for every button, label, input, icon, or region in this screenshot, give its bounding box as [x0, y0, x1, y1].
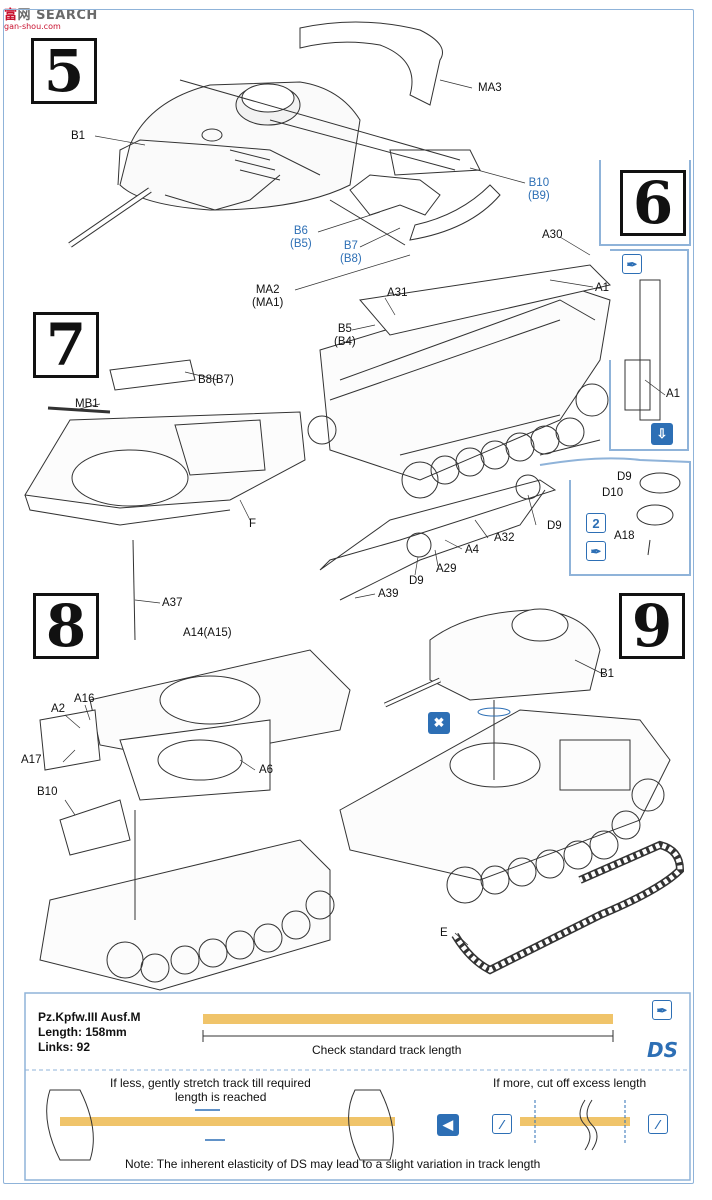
label-a31: A31 [387, 287, 408, 299]
step-number-9: 9 [619, 593, 685, 659]
label-b1: B1 [71, 130, 86, 142]
label-d9-inset: D9 [617, 471, 632, 483]
label-d9-left: D9 [409, 575, 424, 587]
label-a18: A18 [614, 530, 635, 542]
if-less-text: If less, gently stretch track till requi… [110, 1076, 311, 1090]
label-mb1: MB1 [75, 398, 99, 410]
label-b8: B8(B7) [198, 374, 234, 386]
label-a6: A6 [259, 764, 274, 776]
hull-step6 [307, 264, 611, 601]
check-length-text: Check standard track length [312, 1043, 462, 1057]
label-a30: A30 [542, 229, 563, 241]
glue-icon-2: ✒ [586, 541, 606, 561]
step-number-8: 8 [33, 593, 99, 659]
watermark-url: gan-shou.com [4, 22, 61, 31]
label-a14: A14(A15) [183, 627, 232, 639]
label-ma3: MA3 [478, 82, 502, 94]
watermark-logo: 富网 SEARCH [4, 8, 98, 23]
armor-plates [179, 21, 501, 246]
label-e: E [440, 927, 448, 939]
label-d9-right: D9 [547, 520, 562, 532]
cut-icon-2: ∕ [648, 1114, 668, 1134]
label-b7: B7(B8) [340, 240, 362, 265]
if-more-text: If more, cut off excess length [493, 1076, 647, 1090]
label-a1: A1 [595, 282, 610, 294]
hull-step8 [39, 539, 351, 991]
page-frame [3, 9, 694, 1184]
label-a39: A39 [378, 588, 399, 600]
track-model: Pz.Kpfw.III Ausf.M [38, 1010, 141, 1024]
tank-step9 [339, 608, 671, 904]
track-e [451, 840, 685, 975]
do-not-glue-icon: ✖ [428, 712, 450, 734]
label-f: F [249, 518, 257, 530]
label-a16: A16 [74, 693, 95, 705]
leader-lines [62, 79, 666, 946]
stretch-icon: ◀ [437, 1114, 459, 1136]
label-b10-step8: B10 [37, 786, 58, 798]
track-links: Links: 92 [38, 1040, 91, 1054]
label-b10: B10(B9) [528, 177, 550, 202]
label-a37: A37 [162, 597, 183, 609]
inset-panel-6 [539, 249, 691, 576]
track-length: Length: 158mm [38, 1025, 127, 1039]
down-arrow-icon: ⇩ [651, 423, 673, 445]
label-b1-step9: B1 [600, 668, 615, 680]
label-a17: A17 [21, 754, 42, 766]
label-a29: A29 [436, 563, 457, 575]
step-number-6: 6 [620, 170, 686, 236]
elasticity-note: Note: The inherent elasticity of DS may … [125, 1157, 541, 1171]
x2-icon: 2 [586, 513, 606, 533]
hull-top-step7 [24, 359, 306, 526]
label-ma2: MA2(MA1) [252, 284, 284, 309]
step-number-7: 7 [33, 312, 99, 378]
glue-icon-track: ✒ [652, 1000, 672, 1020]
track-section [24, 992, 691, 1181]
cut-icon: ∕ [492, 1114, 512, 1134]
glue-icon: ✒ [622, 254, 642, 274]
ds-logo-icon: DS [647, 1038, 679, 1062]
label-a1-inset: A1 [666, 388, 681, 400]
step-number-5: 5 [31, 38, 97, 104]
label-a4: A4 [465, 544, 480, 556]
if-less-text-2: length is reached [175, 1090, 267, 1104]
label-a32: A32 [494, 532, 515, 544]
label-a2: A2 [51, 703, 66, 715]
label-b6: B6(B5) [290, 225, 312, 250]
label-b5: B5(B4) [334, 323, 356, 348]
label-d10: D10 [602, 487, 624, 499]
turret-step5 [68, 81, 361, 248]
